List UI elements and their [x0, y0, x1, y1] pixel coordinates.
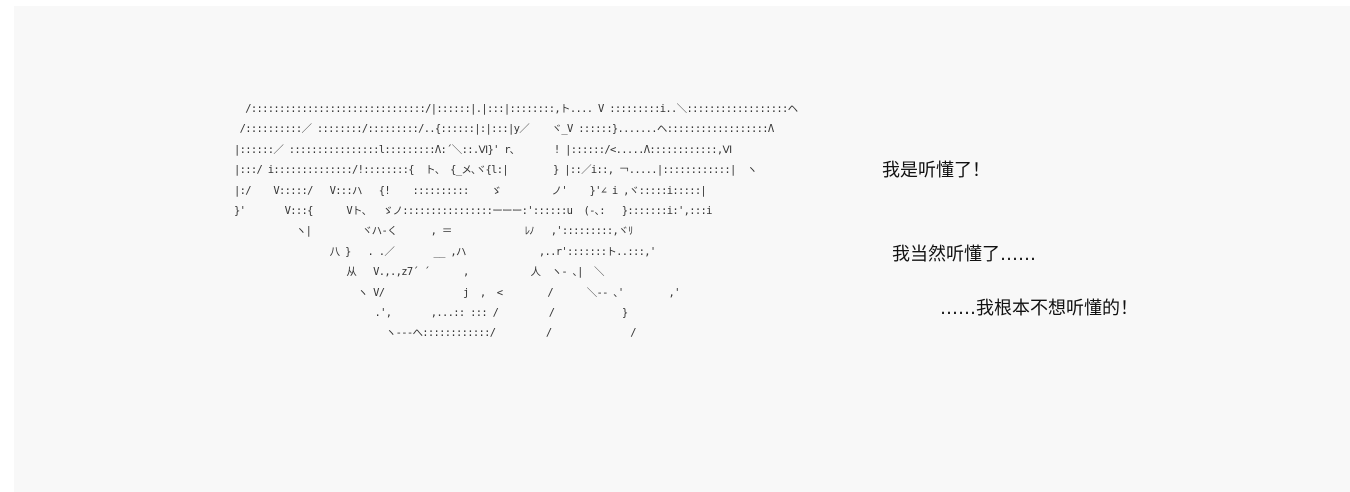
art-line: ヽ| ヾハ-く , ＝ ﾚﾉ ,':::::::::,ヾﾘ: [234, 225, 633, 238]
dialogue-line-2: 我当然听懂了……: [892, 244, 1036, 265]
dialogue-line-1: 我是听懂了！: [882, 160, 990, 181]
art-line: 从 V.,.,z7´ ´ , 人 ヽ- ､| ＼: [234, 266, 604, 279]
art-line: /::::::::::／ ::::::::/:::::::::/..{:::::…: [234, 123, 775, 136]
art-line: .', ,...:: ::: / / }: [234, 307, 629, 320]
art-line: |::::::／ ::::::::::::::::l:::::::::Λ:´＼:…: [234, 143, 732, 156]
art-line: |:::/ i::::::::::::::/!::::::::{ ト、 {_メ､…: [234, 164, 757, 177]
art-line: ヽ---へ::::::::::::/ / /: [234, 327, 637, 340]
art-line: 八 } . .／ __ ,ハ ,..r':::::::ト..:::,': [234, 245, 657, 258]
ascii-art: /:::::::::::::::::::::::::::::::/|::::::…: [234, 99, 798, 344]
art-line: |:/ V:::::/ V:::ハ {! :::::::::: ゞ ノ' }'∠…: [234, 184, 707, 197]
art-line: /:::::::::::::::::::::::::::::::/|::::::…: [234, 103, 798, 115]
art-line: }' V:::{ Vト、 ゞノ::::::::::::::::ーーー:'::::…: [234, 205, 712, 218]
art-line: ヽ V/ j , < / ＼-- ､' ,': [234, 286, 681, 299]
canvas: /:::::::::::::::::::::::::::::::/|::::::…: [14, 6, 1350, 492]
dialogue-line-3: ……我根本不想听懂的！: [940, 298, 1138, 319]
